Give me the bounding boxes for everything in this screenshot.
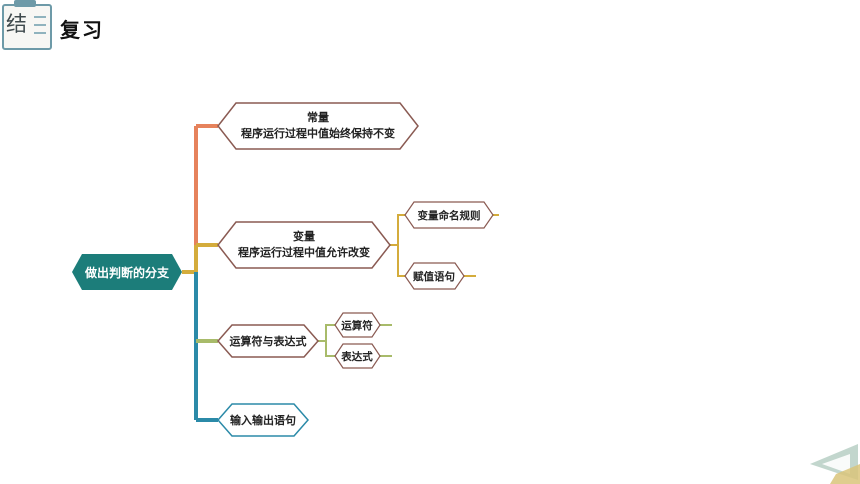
io-title: 输入输出语句: [230, 413, 296, 427]
variable-title: 变量: [293, 229, 315, 243]
blank-answer-naming-rule: [499, 166, 839, 262]
assignment-label: 赋值语句: [413, 270, 455, 283]
variable-node: [217, 221, 391, 269]
constant-title: 常量: [307, 110, 329, 124]
root-node: [72, 254, 182, 290]
constant-desc: 程序运行过程中值始终保持不变: [241, 126, 395, 140]
assignment-node: [404, 262, 465, 290]
operators-title: 运算符与表达式: [230, 334, 307, 348]
naming-rule-node: [404, 201, 494, 229]
io-node: [217, 403, 309, 437]
naming-rule-label: 变量命名规则: [418, 209, 481, 222]
operators-sub-connectors: [318, 324, 335, 357]
operator-label: 运算符: [341, 319, 373, 332]
blank-answer-assignment: [476, 262, 558, 290]
blank-answer-operator: [392, 310, 789, 340]
ruler-decoration-icon: [810, 444, 860, 484]
operator-node: [334, 312, 381, 338]
expression-node: [334, 343, 381, 369]
variable-sub-connectors: [390, 214, 405, 277]
operators-node: [217, 324, 319, 358]
root-label: 做出判断的分支: [84, 265, 170, 280]
blank-answer-expression: [392, 342, 500, 373]
variable-desc: 程序运行过程中值允许改变: [238, 245, 370, 259]
slide-header: 结 复习: [0, 0, 860, 60]
constant-node: [217, 102, 419, 150]
clipboard-icon: 结: [0, 0, 52, 50]
expression-label: 表达式: [340, 350, 373, 363]
blank-answer-io: [314, 388, 461, 450]
page-title: 复习: [60, 18, 104, 42]
clipboard-char: 结: [6, 12, 27, 36]
